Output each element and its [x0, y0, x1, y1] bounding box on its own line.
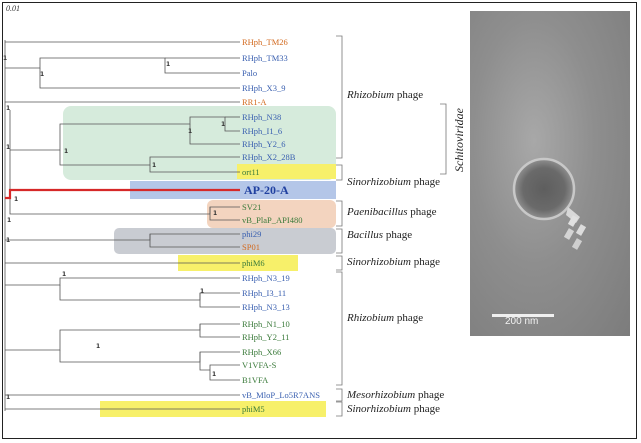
- bracket-bacillus: [336, 228, 343, 254]
- group-label-bacillus: Bacillus phage: [347, 229, 413, 241]
- bootstrap-value: 1: [166, 61, 171, 68]
- leaf-label: RHph_I1_6: [242, 126, 283, 136]
- micrograph-image: [492, 157, 587, 317]
- bootstrap-value: 1: [188, 128, 193, 135]
- leaf-label: RHph_I3_11: [242, 288, 287, 298]
- leaf-label: RHph_TM33: [242, 53, 288, 63]
- bootstrap-value: 1: [40, 71, 45, 78]
- group-label-sinorhizobium: Sinorhizobium phage: [347, 403, 440, 415]
- bootstrap-value: 1: [96, 343, 101, 350]
- leaf-label: V1VFA-S: [242, 360, 277, 370]
- leaf-label: RHph_N3_13: [242, 302, 290, 312]
- bootstrap-value: 1: [14, 196, 19, 203]
- ort11-highlight: [237, 164, 336, 179]
- bootstrap-value: 1: [212, 371, 217, 378]
- bootstrap-value: 1: [3, 55, 8, 62]
- bootstrap-value: 1: [200, 288, 205, 295]
- bracket-sinorhizobium-phim5: [336, 401, 343, 417]
- leaf-label: RHph_TM26: [242, 37, 288, 47]
- bootstrap-value: 1: [221, 121, 226, 128]
- leaf-label: RHph_N3_19: [242, 273, 290, 283]
- bootstrap-value: 1: [6, 105, 11, 112]
- group-label-rhizobium: Rhizobium phage: [347, 312, 424, 324]
- leaf-label: phiM5: [242, 404, 265, 414]
- leaf-label: vB_PlaP_API480: [242, 215, 303, 225]
- leaf-label: vB_MloP_Lo5R7ANS: [242, 390, 320, 400]
- leaf-label: SV21: [242, 202, 262, 212]
- bracket-rhizobium-bottom: [336, 271, 343, 386]
- leaf-label: RHph_X3_9: [242, 83, 286, 93]
- bracket-rhizobium-top: [336, 35, 343, 159]
- leaf-label: RHph_X2_28B: [242, 152, 296, 162]
- micrograph-scale-label: 200 nm: [505, 316, 539, 327]
- bracket-sinorhizobium-phim6: [336, 255, 343, 271]
- leaf-label: phiM6: [242, 258, 265, 268]
- bacillus-box: [114, 228, 336, 254]
- bootstrap-value: 1: [7, 217, 12, 224]
- leaf-label: Palo: [242, 68, 258, 78]
- bootstrap-value: 1: [64, 148, 69, 155]
- ap20a-branch: [5, 188, 240, 200]
- leaf-label: ort11: [242, 167, 260, 177]
- leaf-label: RHph_N1_10: [242, 319, 290, 329]
- leaf-label: RHph_X66: [242, 347, 282, 357]
- family-label-schitoviridae: Schitoviridae: [452, 108, 466, 172]
- leaf-label: SP01: [242, 242, 260, 252]
- leaf-label: RHph_N38: [242, 112, 282, 122]
- leaf-label: RHph_Y2_11: [242, 332, 290, 342]
- schitoviridae-box: [63, 106, 336, 180]
- bracket-paenibacillus: [336, 200, 343, 227]
- group-label-paenibacillus: Paenibacillus phage: [347, 206, 437, 218]
- group-label-sinorhizobium: Sinorhizobium phage: [347, 256, 440, 268]
- group-label-mesorhizobium: Mesorhizobium phage: [347, 389, 445, 401]
- bracket-schitoviridae: [440, 103, 447, 175]
- tem-micrograph: [470, 11, 630, 336]
- bootstrap-value: 1: [6, 237, 11, 244]
- leaf-label: B1VFA: [242, 375, 269, 385]
- bootstrap-value: 1: [62, 271, 67, 278]
- leaf-label: RR1-A: [242, 97, 267, 107]
- leaf-label: phi29: [242, 229, 262, 239]
- bootstrap-value: 1: [6, 394, 11, 401]
- leaf-label-ap20a: AP-20-A: [244, 183, 289, 197]
- leaf-label: RHph_Y2_6: [242, 139, 286, 149]
- scale-label: 0.01: [6, 4, 20, 13]
- figure-border: [2, 2, 637, 439]
- bootstrap-value: 1: [152, 162, 157, 169]
- bootstrap-value: 1: [213, 210, 218, 217]
- group-label-rhizobium: Rhizobium phage: [347, 89, 424, 101]
- bracket-mesorhizobium: [336, 388, 343, 402]
- bracket-sinorhizobium-ort11: [336, 164, 343, 181]
- bootstrap-value: 1: [6, 144, 11, 151]
- group-label-sinorhizobium: Sinorhizobium phage: [347, 176, 440, 188]
